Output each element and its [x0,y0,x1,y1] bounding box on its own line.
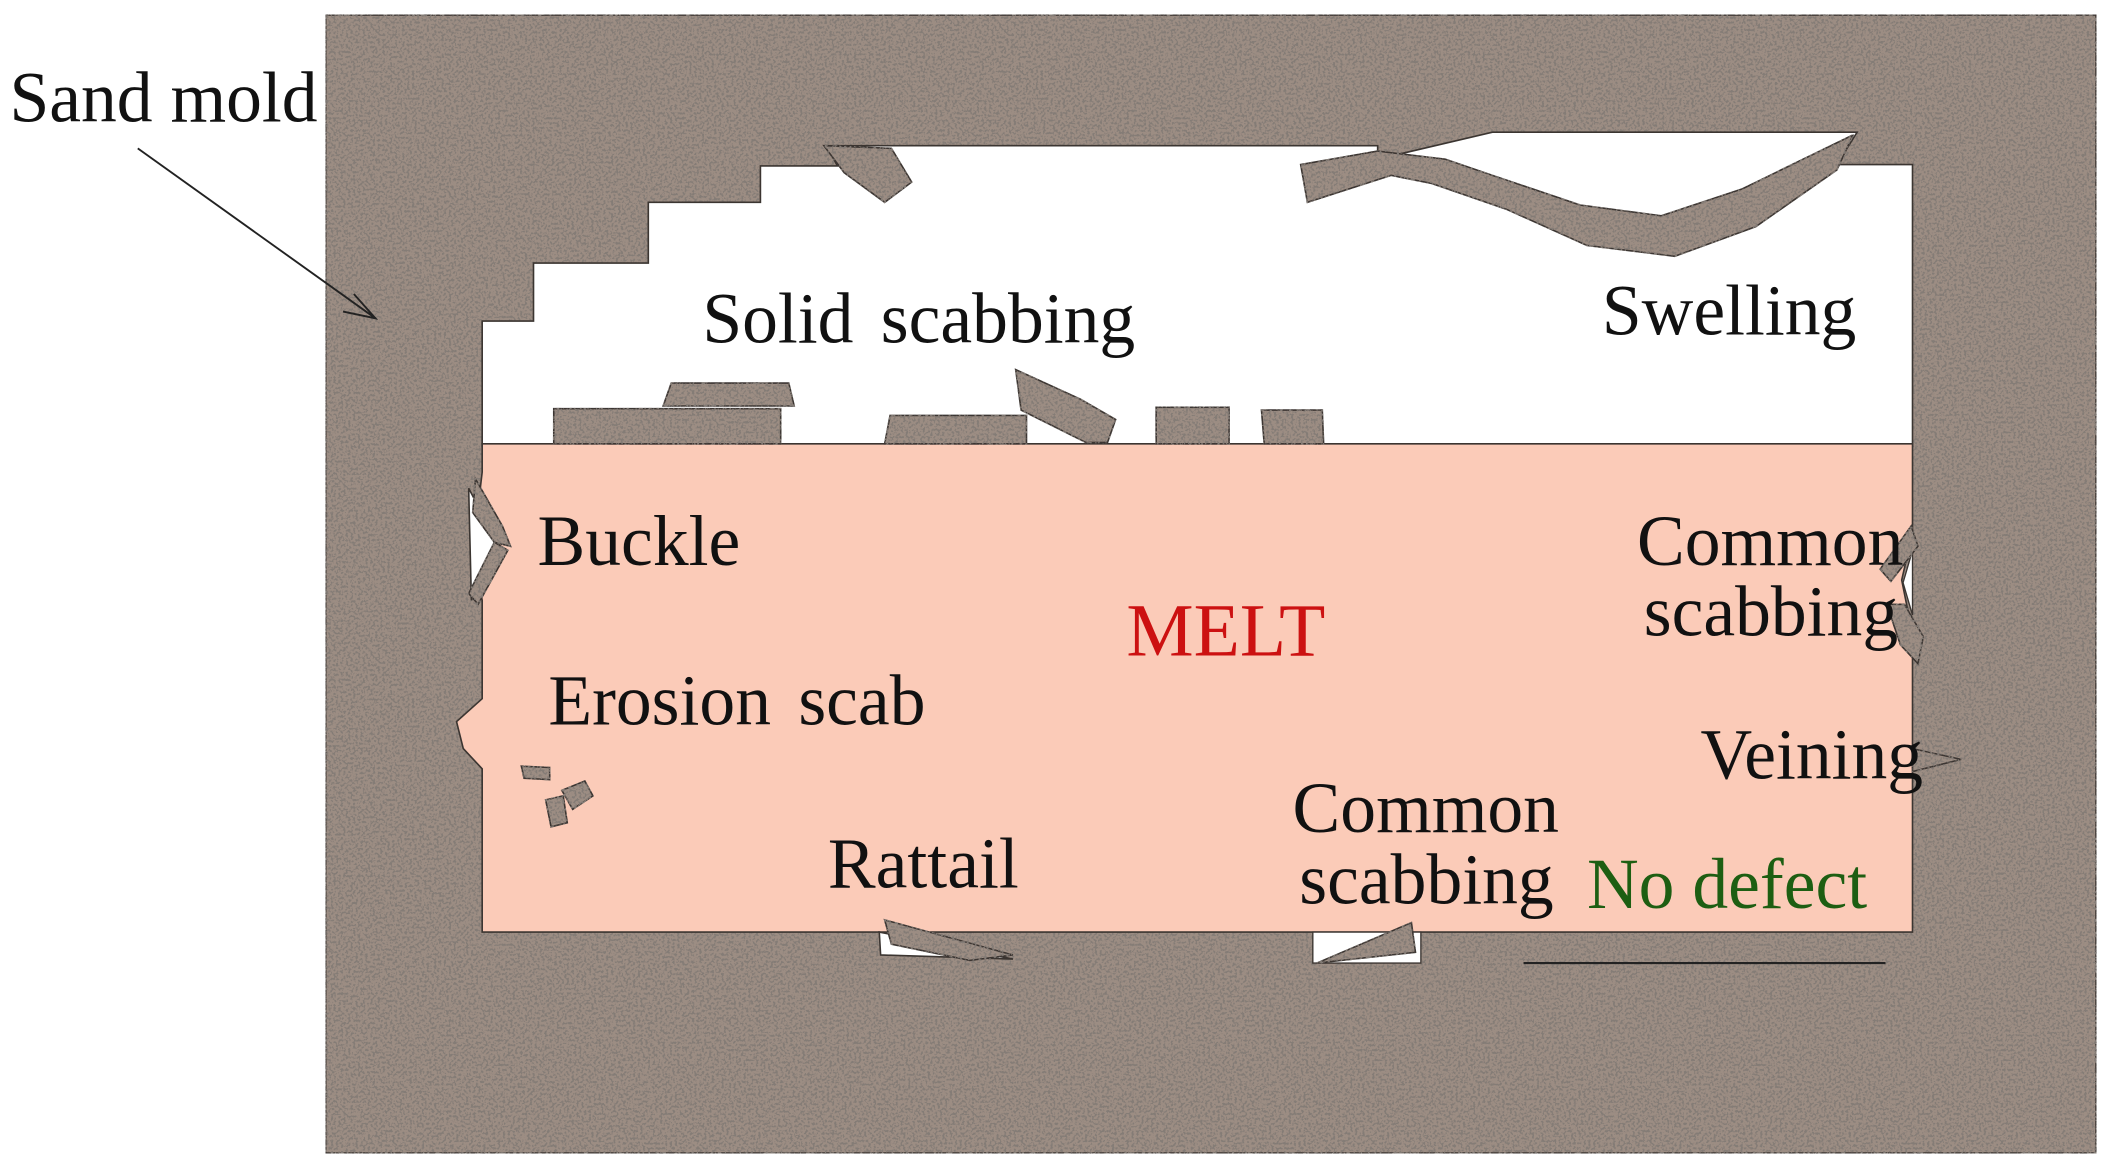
solid-scabbing-label: Solid scabbing [702,280,1135,359]
no-defect-label: No defect [1587,845,1867,924]
erosion-fragment-2 [544,794,569,828]
common-scabbing-right-label-line2: scabbing [1644,572,1898,651]
buckle-fragment-upper [471,476,512,548]
swelling-label: Swelling [1602,272,1856,351]
solid-scab-block-4 [1014,368,1117,444]
solid-scab-block-3 [883,414,1028,445]
solid-scab-block-6 [1260,409,1325,445]
rattail-fragment [883,918,1014,962]
solid-scab-block-2 [662,382,796,407]
rattail-label: Rattail [828,825,1019,904]
common-scab-right-upper [1879,524,1919,583]
solid-scab-block-1 [552,407,782,445]
veining-fin [1911,747,1962,773]
swelling-band [1299,133,1855,258]
erosion-fragment-3 [560,779,594,811]
common-scabbing-right-label-line1: Common [1637,502,1903,581]
erosion-scab-label: Erosion scab [548,661,925,740]
solid-scab-fragment-top [822,144,913,204]
sand-mold-label: Sand mold [9,58,317,137]
melt-label: MELT [1126,590,1325,673]
sand-fragments [467,133,1962,964]
buckle-label: Buckle [538,502,741,581]
common-scabbing-bottom-label-line1: Common [1293,769,1559,848]
common-scabbing-bottom-label-line2: scabbing [1299,841,1553,920]
solid-scab-block-5 [1155,406,1230,445]
common-scabbing-right-cavity [1902,550,1914,616]
erosion-fragment-1 [520,765,551,781]
common-scab-right-lower [1885,603,1925,666]
sand-mold-arrow [137,147,379,320]
veining-label: Veining [1700,715,1923,794]
buckle-fragment-lower [467,541,509,606]
common-scab-bottom-fragment [1316,921,1417,964]
